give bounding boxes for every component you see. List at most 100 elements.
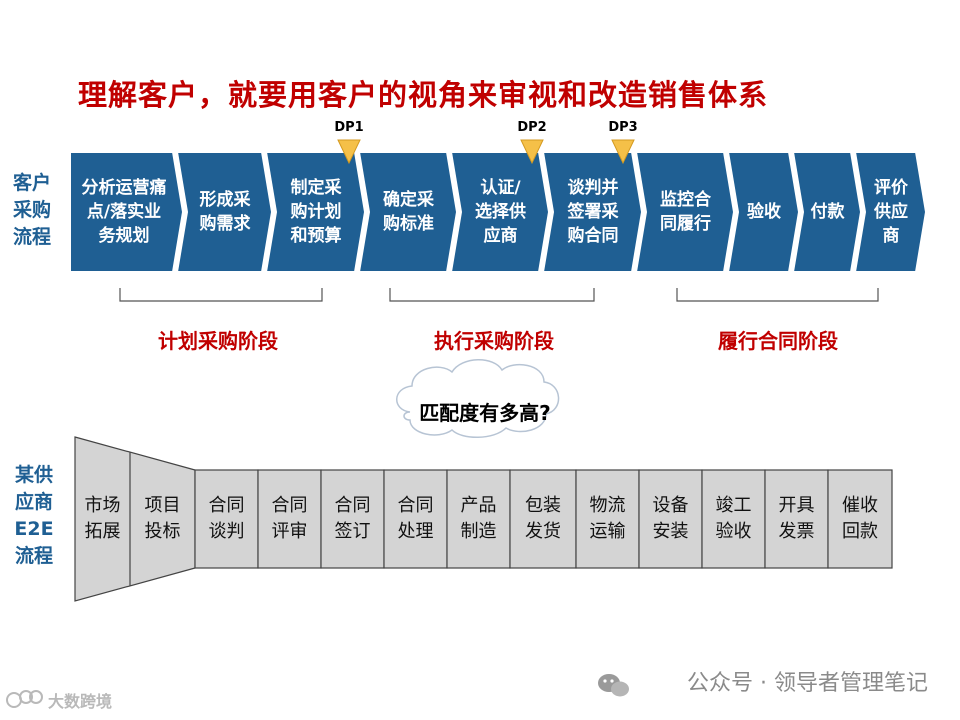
supplier-step-11: 竣工验收 <box>702 470 765 568</box>
step-10-line-2: 供应 <box>874 202 908 222</box>
supplier-label-line-4: 流程 <box>14 545 53 567</box>
supplier-step-13: 催收回款 <box>828 470 892 568</box>
step-4-line-1: 确定采 <box>383 190 434 210</box>
supplier-label-line-2: 应商 <box>14 491 53 513</box>
customer-step-5: 认证/选择供应商 <box>457 152 544 272</box>
supplier-step-1: 市场拓展 <box>75 470 130 568</box>
customer-step-4: 确定采购标准 <box>365 152 452 272</box>
cell-box-4 <box>257 469 322 569</box>
step-9-line-1: 付款 <box>810 202 845 222</box>
chevron-7 <box>634 151 736 273</box>
dp3-label: DP3 <box>608 120 638 135</box>
step-6-line-2: 签署采 <box>567 202 619 222</box>
supplier-step-7-line-2: 制造 <box>460 521 497 542</box>
cell-box-9 <box>575 469 640 569</box>
wechat-icon <box>598 674 629 697</box>
step-5-line-3: 应商 <box>483 226 518 246</box>
step-6-line-1: 谈判并 <box>567 178 619 198</box>
step-2-line-2: 购需求 <box>199 214 251 234</box>
step-8-line-1: 验收 <box>747 202 781 222</box>
phase-execute-label: 执行采购阶段 <box>434 329 554 353</box>
customer-chevrons <box>69 151 928 273</box>
supplier-step-5: 合同签订 <box>321 470 384 568</box>
customer-step-3: 制定采购计划和预算 <box>272 152 360 272</box>
step-10-line-1: 评价 <box>874 178 908 198</box>
dp3-marker <box>611 139 635 165</box>
supplier-step-7-line-1: 产品 <box>460 495 497 516</box>
supplier-step-10-line-2: 安装 <box>652 521 689 542</box>
supplier-step-6-line-1: 合同 <box>397 495 434 516</box>
supplier-step-1-line-2: 拓展 <box>84 521 121 542</box>
supplier-step-2: 项目投标 <box>130 470 195 568</box>
dp2-marker <box>520 139 544 165</box>
chevron-3 <box>264 151 367 273</box>
supplier-step-9-line-2: 运输 <box>589 521 626 542</box>
supplier-label-line-1: 某供 <box>14 464 53 486</box>
supplier-step-6-line-2: 处理 <box>397 521 434 542</box>
step-4-line-2: 购标准 <box>383 214 434 234</box>
chevron-9 <box>791 151 863 273</box>
supplier-step-2-line-1: 项目 <box>144 495 181 516</box>
step-3-line-3: 和预算 <box>290 226 342 246</box>
bracket-fulfill <box>676 288 879 302</box>
cell-box-5 <box>320 469 385 569</box>
supplier-step-12-line-2: 发票 <box>778 521 815 542</box>
logo-icon <box>6 690 43 708</box>
step-10-line-3: 商 <box>882 226 900 246</box>
chevron-2 <box>175 151 274 273</box>
bracket-plan <box>119 288 323 302</box>
bracket-execute <box>389 288 595 302</box>
supplier-step-5-line-1: 合同 <box>334 495 371 516</box>
supplier-step-3-line-1: 合同 <box>208 495 245 516</box>
customer-process-label: 客户 采购 流程 <box>2 170 62 251</box>
chevron-4 <box>357 151 459 273</box>
dp2-label: DP2 <box>517 120 547 135</box>
step-3-line-2: 购计划 <box>290 202 342 222</box>
cell-box-3 <box>194 469 259 569</box>
supplier-step-10: 设备安装 <box>639 470 702 568</box>
chevron-1 <box>69 151 185 273</box>
supplier-step-9: 物流运输 <box>576 470 639 568</box>
customer-step-10: 评价供应商 <box>861 152 921 272</box>
supplier-step-11-line-2: 验收 <box>715 521 752 542</box>
step-5-line-1: 认证/ <box>480 178 521 198</box>
supplier-process-label: 某供 应商 E2E 流程 <box>4 462 64 570</box>
customer-label-line-3: 流程 <box>12 226 51 248</box>
supplier-step-13-line-1: 催收 <box>842 495 878 516</box>
cloud-question: 匹配度有多高? <box>419 401 551 425</box>
chevron-6 <box>541 151 644 273</box>
step-1-line-1: 分析运营痛 <box>81 178 167 198</box>
supplier-step-12: 开具发票 <box>765 470 828 568</box>
cell-box-12 <box>764 469 829 569</box>
supplier-step-5-line-2: 签订 <box>334 521 371 542</box>
cell-box-8 <box>509 469 577 569</box>
wechat-watermark: 公众号 · 领导者管理笔记 <box>687 671 928 696</box>
supplier-step-7: 产品制造 <box>447 470 510 568</box>
supplier-step-12-line-1: 开具 <box>778 495 815 516</box>
customer-label-line-1: 客户 <box>12 172 51 194</box>
supplier-step-1-line-1: 市场 <box>84 495 121 516</box>
step-3-line-1: 制定采 <box>290 178 342 198</box>
supplier-step-8: 包装发货 <box>510 470 576 568</box>
supplier-step-8-line-1: 包装 <box>525 495 561 516</box>
page-title: 理解客户，就要用客户的视角来审视和改造销售体系 <box>78 78 769 112</box>
supplier-step-11-line-1: 竣工 <box>715 495 752 516</box>
step-7-line-2: 同履行 <box>660 214 711 234</box>
step-2-line-1: 形成采 <box>199 190 251 210</box>
customer-step-1: 分析运营痛点/落实业务规划 <box>70 152 178 272</box>
customer-step-8: 验收 <box>734 152 794 272</box>
step-1-line-2: 点/落实业 <box>86 202 162 222</box>
supplier-step-2-line-2: 投标 <box>144 521 181 542</box>
customer-step-9: 付款 <box>799 152 856 272</box>
chevron-10 <box>853 151 928 273</box>
phase-brackets <box>119 288 879 302</box>
customer-step-2: 形成采购需求 <box>183 152 267 272</box>
supplier-step-9-line-1: 物流 <box>589 495 626 516</box>
cell-box-13 <box>827 469 893 569</box>
supplier-cells <box>194 469 893 569</box>
supplier-step-4: 合同评审 <box>258 470 321 568</box>
customer-step-7: 监控合同履行 <box>642 152 729 272</box>
step-7-line-1: 监控合 <box>660 190 711 210</box>
supplier-step-8-line-2: 发货 <box>525 521 561 542</box>
